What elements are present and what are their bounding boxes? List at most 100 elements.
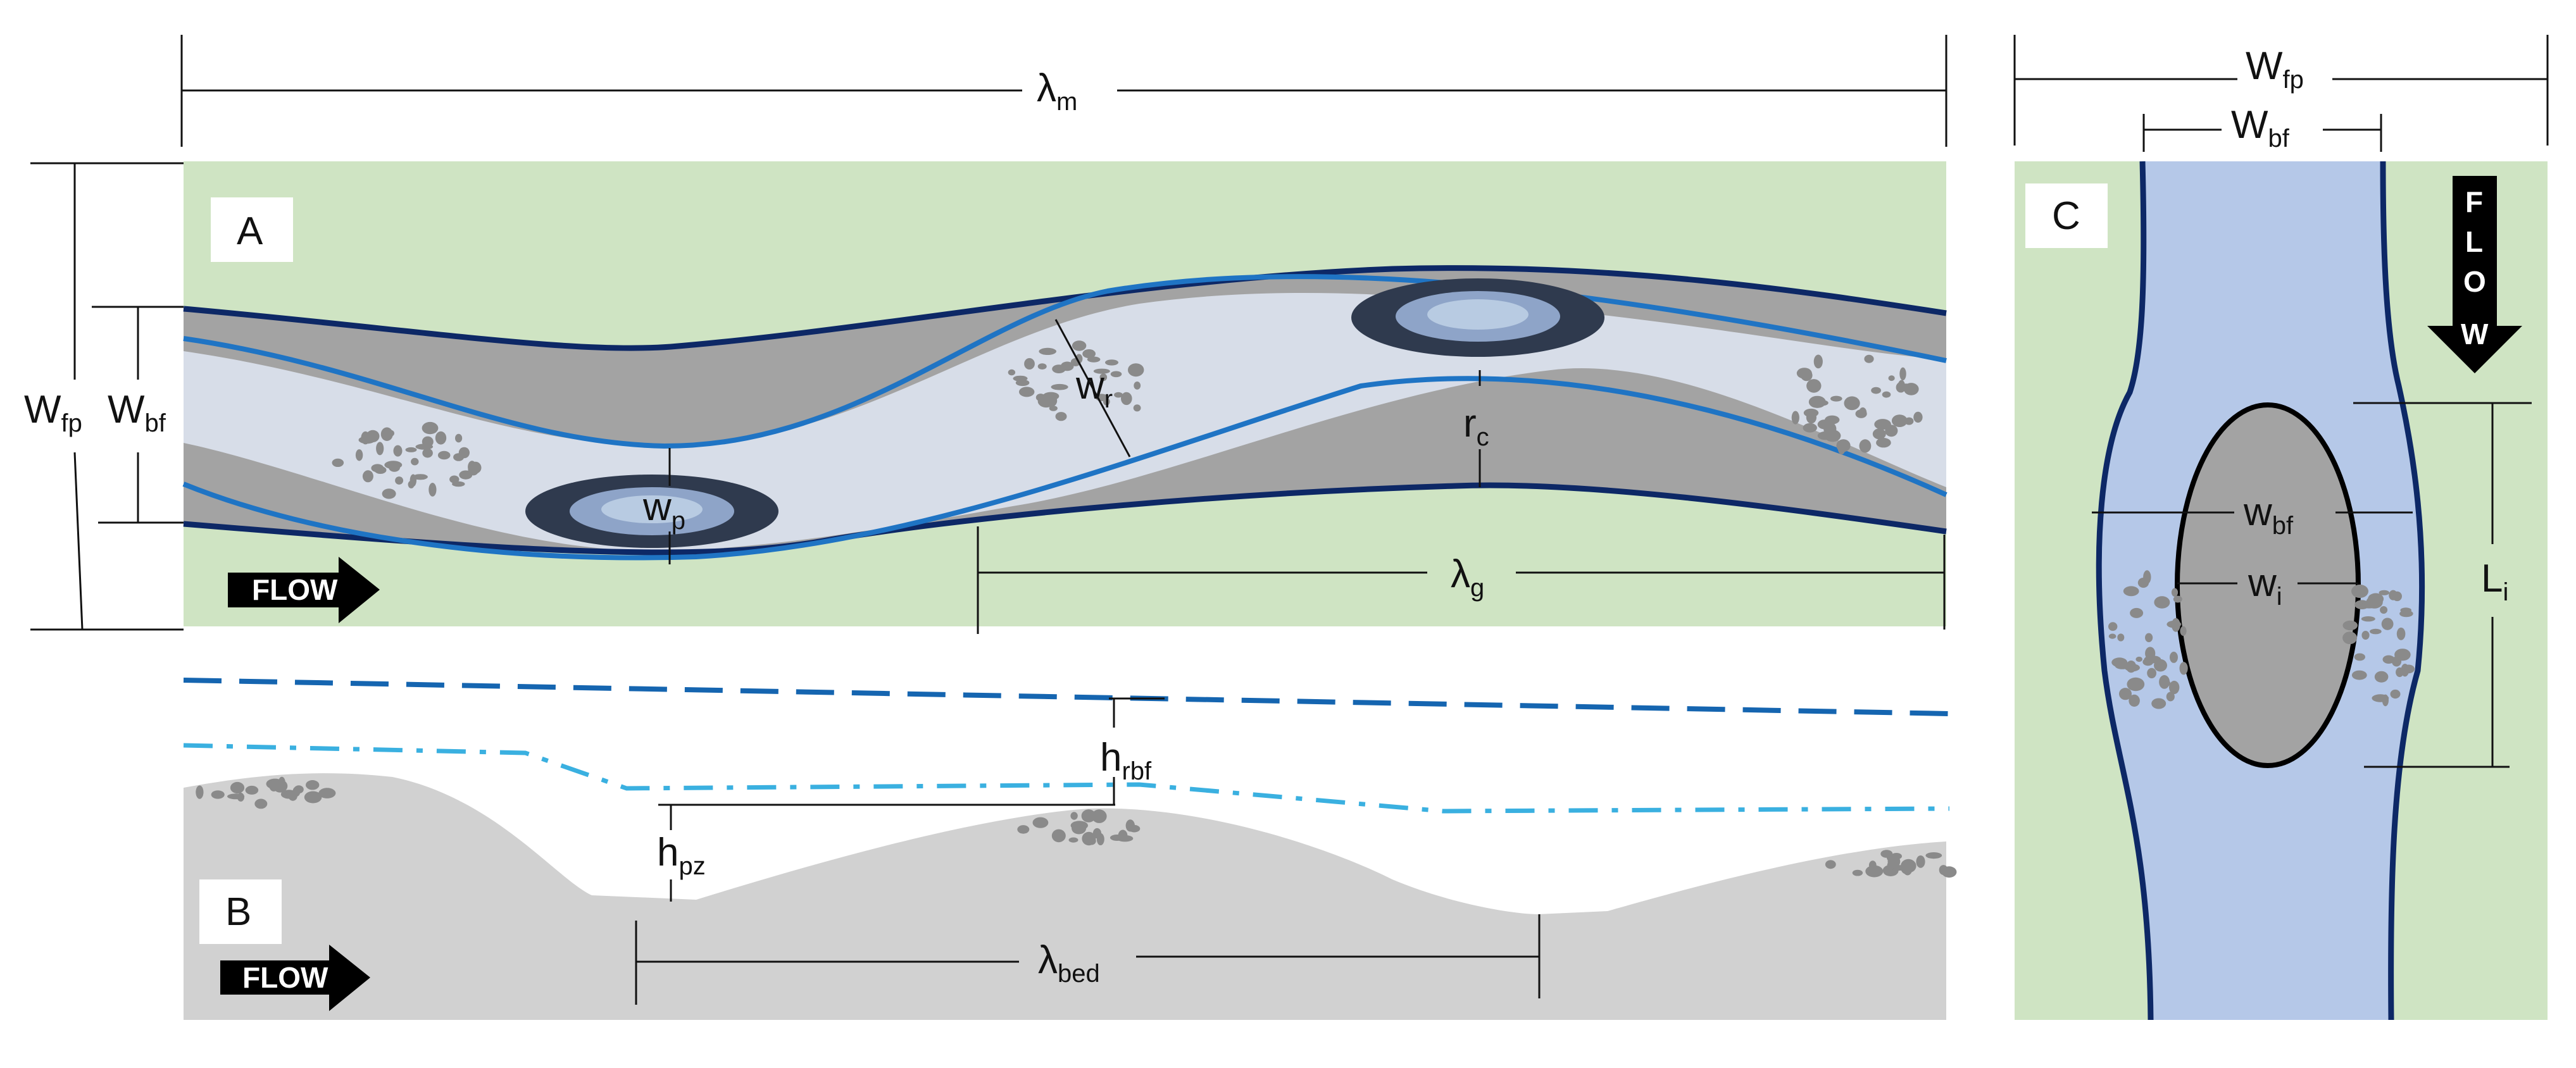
pebble <box>1008 369 1016 376</box>
pebble <box>1091 809 1107 823</box>
pebble <box>1898 380 1906 393</box>
lambda-g-label: λg <box>1451 552 1484 602</box>
pebble <box>428 483 437 497</box>
pebble <box>1037 363 1047 369</box>
panel-b-gravel-mid <box>1017 809 1141 846</box>
h-rbf-label: hrbf <box>1100 736 1152 785</box>
pebble <box>280 790 297 799</box>
panel-b-bankfull-dashed-line <box>183 678 1950 716</box>
pebble <box>1899 367 1906 381</box>
pebble <box>2171 588 2179 597</box>
pebble <box>469 461 482 474</box>
pebble <box>1032 817 1049 828</box>
pebble <box>2342 620 2358 631</box>
pebble <box>1017 825 1030 834</box>
pebble <box>1806 411 1816 424</box>
pebble <box>2173 595 2182 603</box>
panel-c-gravel-right <box>2342 584 2415 707</box>
pebble <box>1852 869 1863 876</box>
pebble <box>452 481 465 487</box>
pebble <box>318 788 336 798</box>
pebble <box>2166 620 2182 628</box>
pebble <box>1121 392 1132 406</box>
pebble <box>1825 860 1836 869</box>
pebble <box>2390 689 2401 699</box>
r-c-label: rc <box>1463 402 1489 451</box>
pebble <box>395 476 404 485</box>
pebble <box>2366 595 2383 609</box>
pebble <box>405 447 417 452</box>
pebble <box>230 781 245 794</box>
panel-c-flow-letter-o: O <box>2463 265 2486 298</box>
w-fp-dimension-c: Wfp <box>2013 35 2549 146</box>
pebble <box>459 470 473 480</box>
panel-c-gravel-left <box>2108 570 2188 709</box>
pebble <box>363 470 373 478</box>
pebble <box>2361 631 2370 640</box>
pebble <box>1882 391 1891 398</box>
pebble <box>1791 411 1799 425</box>
panel-a-flow-arrow: FLOW <box>228 557 380 623</box>
panel-b-letter: B <box>225 890 251 934</box>
pebble <box>455 433 463 443</box>
pebble <box>2151 698 2166 709</box>
w-bf-label-c-inner: wbf <box>2243 490 2294 540</box>
pebble <box>1886 852 1894 862</box>
pebble <box>294 785 304 794</box>
pebble <box>1916 855 1925 868</box>
pebble <box>366 430 380 443</box>
pebble <box>2169 680 2180 695</box>
pebble <box>2380 606 2388 614</box>
pebble <box>2154 596 2170 609</box>
panel-b-letter-box <box>199 879 282 944</box>
pebble <box>2361 616 2375 622</box>
pebble <box>1816 400 1829 406</box>
pebble <box>211 790 225 799</box>
pebble <box>2370 628 2382 635</box>
pebble <box>1128 363 1144 377</box>
pebble <box>382 488 396 499</box>
w-fp-label-c: Wfp <box>2246 44 2304 94</box>
pebble <box>2119 688 2132 700</box>
pebble <box>1081 809 1096 823</box>
pebble <box>2147 668 2157 679</box>
pebble <box>1891 853 1902 860</box>
pebble <box>2159 675 2170 689</box>
pebble <box>1859 439 1872 453</box>
pebble <box>1859 407 1867 418</box>
pebble <box>380 427 393 441</box>
panel-b-flow-arrow: FLOW <box>220 945 370 1011</box>
w-bf-dimension-c-top: Wbf <box>2142 103 2382 152</box>
pebble <box>1813 354 1823 369</box>
pebble <box>1072 340 1087 351</box>
panel-c-letter-box <box>2025 183 2108 248</box>
pebble <box>2130 607 2144 618</box>
pebble <box>2374 671 2389 683</box>
panel-b-gravel-right <box>1825 850 1957 878</box>
lambda-m-dimension: λm <box>180 35 1948 147</box>
panel-c-flow-letter-w: W <box>2461 318 2489 351</box>
pebble <box>422 421 439 435</box>
panel-a-gravel-mid <box>1008 340 1144 421</box>
pebble <box>389 463 400 472</box>
pebble <box>1019 387 1035 397</box>
pebble <box>1051 829 1066 843</box>
pebble <box>449 475 460 483</box>
panel-a-left-bank-line <box>183 265 1947 351</box>
w-bf-dimension-a: Wbf <box>92 306 184 524</box>
pebble <box>2129 694 2140 707</box>
pebble <box>196 785 204 799</box>
w-bf-label-c-top: Wbf <box>2231 103 2290 152</box>
pebble <box>304 791 322 804</box>
lambda-g-dimension: λg <box>977 526 1946 634</box>
h-pz-label: hpz <box>657 831 706 880</box>
pebble <box>1844 396 1860 411</box>
panel-b: hrbf hpz λbed B FLOW <box>183 678 1957 1020</box>
panel-c-flow-letter-l: L <box>2465 225 2483 258</box>
pebble <box>2382 655 2395 664</box>
pebble <box>1864 354 1874 363</box>
pebble <box>1803 423 1817 433</box>
panel-a-gravel-left <box>332 421 482 499</box>
pebble <box>1070 812 1078 820</box>
pebble <box>2394 649 2411 661</box>
